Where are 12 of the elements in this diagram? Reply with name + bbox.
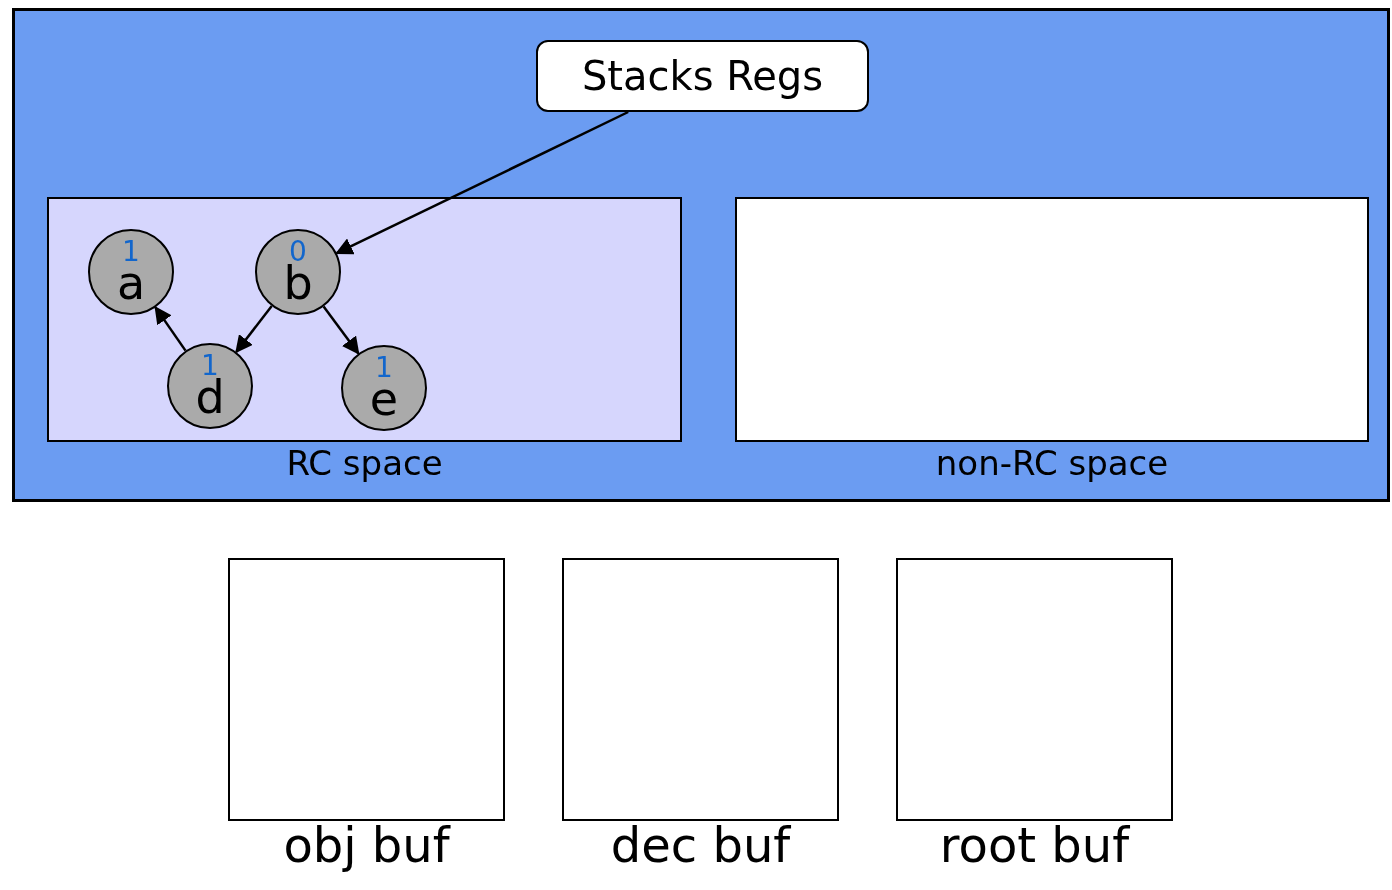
panel-background [12,8,1390,502]
arrow [235,305,273,354]
arrow [335,110,629,255]
buffer-label: dec buf [609,821,792,869]
label-box: Stacks Regs [536,40,869,112]
space-label: RC space [285,446,444,480]
object-name: d [195,374,225,420]
arrow [154,305,187,352]
space-label: non-RC space [934,446,1170,480]
object-name: b [283,260,313,306]
buffer-label: root buf [938,821,1131,869]
arrow [322,305,360,355]
